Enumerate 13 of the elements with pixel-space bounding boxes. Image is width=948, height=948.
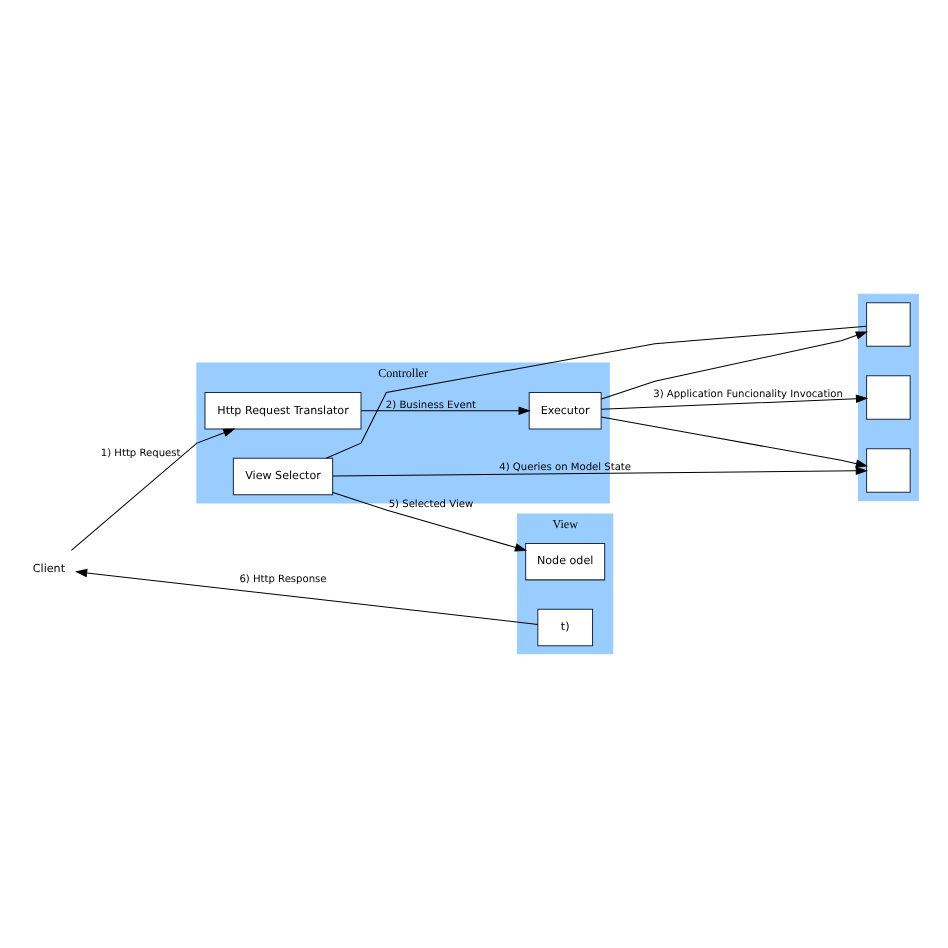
connector <box>325 325 867 459</box>
arrow <box>600 394 869 410</box>
arrow <box>600 416 868 468</box>
arrow <box>332 491 528 552</box>
node-box <box>866 302 911 347</box>
arrow <box>360 406 531 415</box>
arrow <box>332 466 868 477</box>
arrow <box>600 331 868 400</box>
node-box <box>866 448 911 493</box>
node-box <box>866 375 911 420</box>
arrow <box>70 428 236 551</box>
cluster <box>858 293 919 502</box>
arrow <box>75 568 539 625</box>
